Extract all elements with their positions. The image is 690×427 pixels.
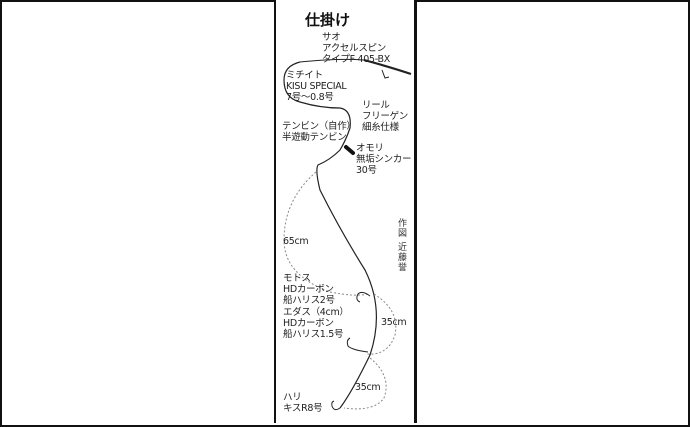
branch-size: 船ハリス1.5号 (283, 329, 344, 340)
leader-size: 船ハリス2号 (283, 295, 335, 306)
reel-name: フリーゲン (362, 111, 409, 122)
branch-hook-2 (346, 337, 369, 353)
line-heading: ミチイト (286, 70, 323, 81)
line-size: 7号～0.8号 (286, 92, 334, 103)
sinker-heading: オモリ (356, 143, 384, 154)
main-line (283, 61, 377, 409)
rig-diagram-panel (274, 0, 417, 423)
tenbin-heading: テンビン（自作） (282, 121, 356, 132)
tenbin-type: 半遊動テンビン (282, 132, 347, 143)
dimension-35cm-label-2: 35cm (355, 382, 381, 393)
dimension-35cm-label-1: 35cm (381, 317, 407, 328)
sinker-name: 無垢シンカー (356, 154, 412, 165)
rod-line (363, 58, 412, 76)
credit: 作図 近藤誉 (396, 218, 406, 272)
rod-model: タイプF 405-BX (322, 54, 390, 65)
end-hook (331, 400, 341, 411)
dimension-65cm-label: 65cm (283, 236, 309, 247)
dimension-35cm-1 (365, 293, 397, 355)
leader-name: HDカーボン (283, 284, 334, 295)
sinker-size: 30号 (356, 165, 377, 176)
sinker-icon (344, 145, 355, 155)
reel-spec: 細糸仕様 (362, 122, 399, 133)
diagram-title: 仕掛け (305, 11, 351, 29)
reel-icon (381, 69, 390, 79)
rod-tip-line (299, 58, 365, 63)
rod-heading: サオ (322, 32, 341, 43)
reel-heading: リール (362, 100, 390, 111)
branch-name: HDカーボン (283, 318, 334, 329)
line-name: KISU SPECIAL (286, 81, 347, 92)
branch-heading: エダス（4cm） (283, 307, 349, 318)
dimension-35cm-2 (343, 357, 387, 410)
leader-heading: モトス (283, 273, 311, 284)
branch-hook-1 (356, 291, 371, 303)
rod-name: アクセルスピン (322, 43, 386, 54)
hook-heading: ハリ (283, 392, 302, 403)
hook-name: キスR8号 (283, 403, 323, 414)
dimension-65cm (283, 171, 369, 296)
